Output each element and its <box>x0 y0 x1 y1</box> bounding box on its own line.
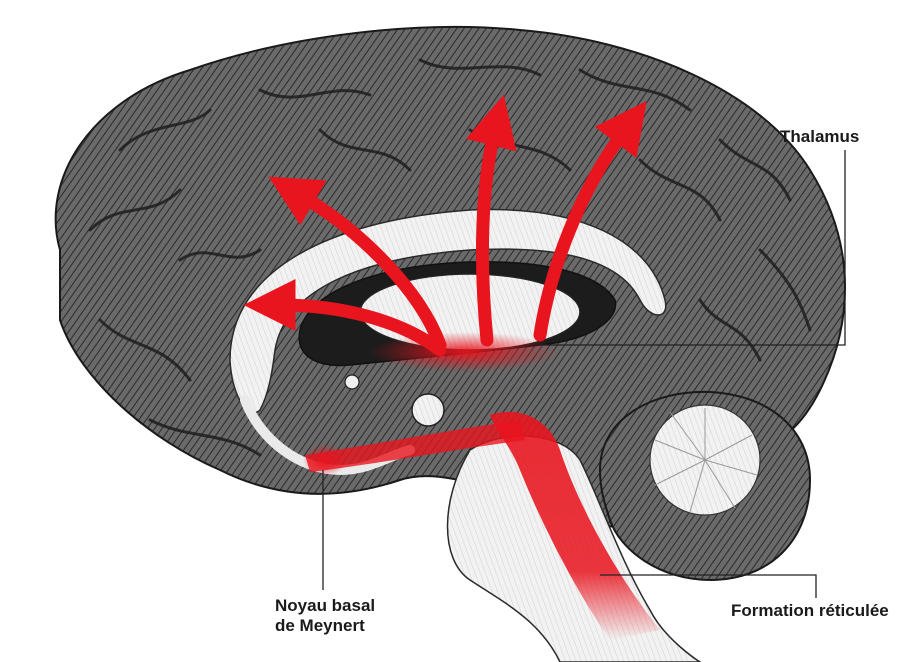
mammillary-body <box>412 394 444 426</box>
meynert-label-line2: de Meynert <box>275 616 375 636</box>
meynert-label: Noyau basal de Meynert <box>275 596 375 636</box>
anterior-commissure <box>345 375 359 389</box>
thalamus-label: Thalamus <box>780 127 859 147</box>
meynert-label-line1: Noyau basal <box>275 596 375 616</box>
reticular-formation-label: Formation réticulée <box>731 601 889 621</box>
thalamus-glow <box>370 332 560 372</box>
meynert-nucleus-glow <box>303 444 347 476</box>
